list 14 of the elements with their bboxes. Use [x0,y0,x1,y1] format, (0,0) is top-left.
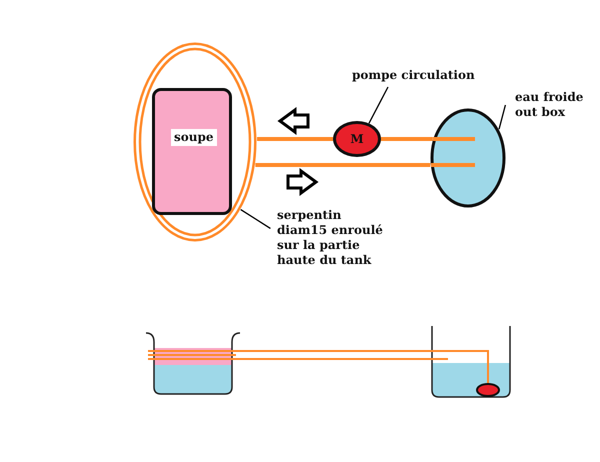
leader-line [498,104,506,130]
cold-water-ellipse [430,108,506,208]
annotation-text: pompe circulation [352,68,502,83]
annotation-text: serpentin diam15 enroulé sur la partie haute du tank [277,208,387,268]
pump-circle: M [333,121,381,157]
leader-line [368,86,389,124]
annotation-text: eau froide out box [515,90,595,120]
leader-line [240,209,271,229]
pipe [381,137,433,141]
tank-box [152,88,232,215]
pipe [255,163,430,167]
pipe [256,137,333,141]
coil-ellipse [133,42,257,242]
tank-label: soupe [171,129,217,146]
